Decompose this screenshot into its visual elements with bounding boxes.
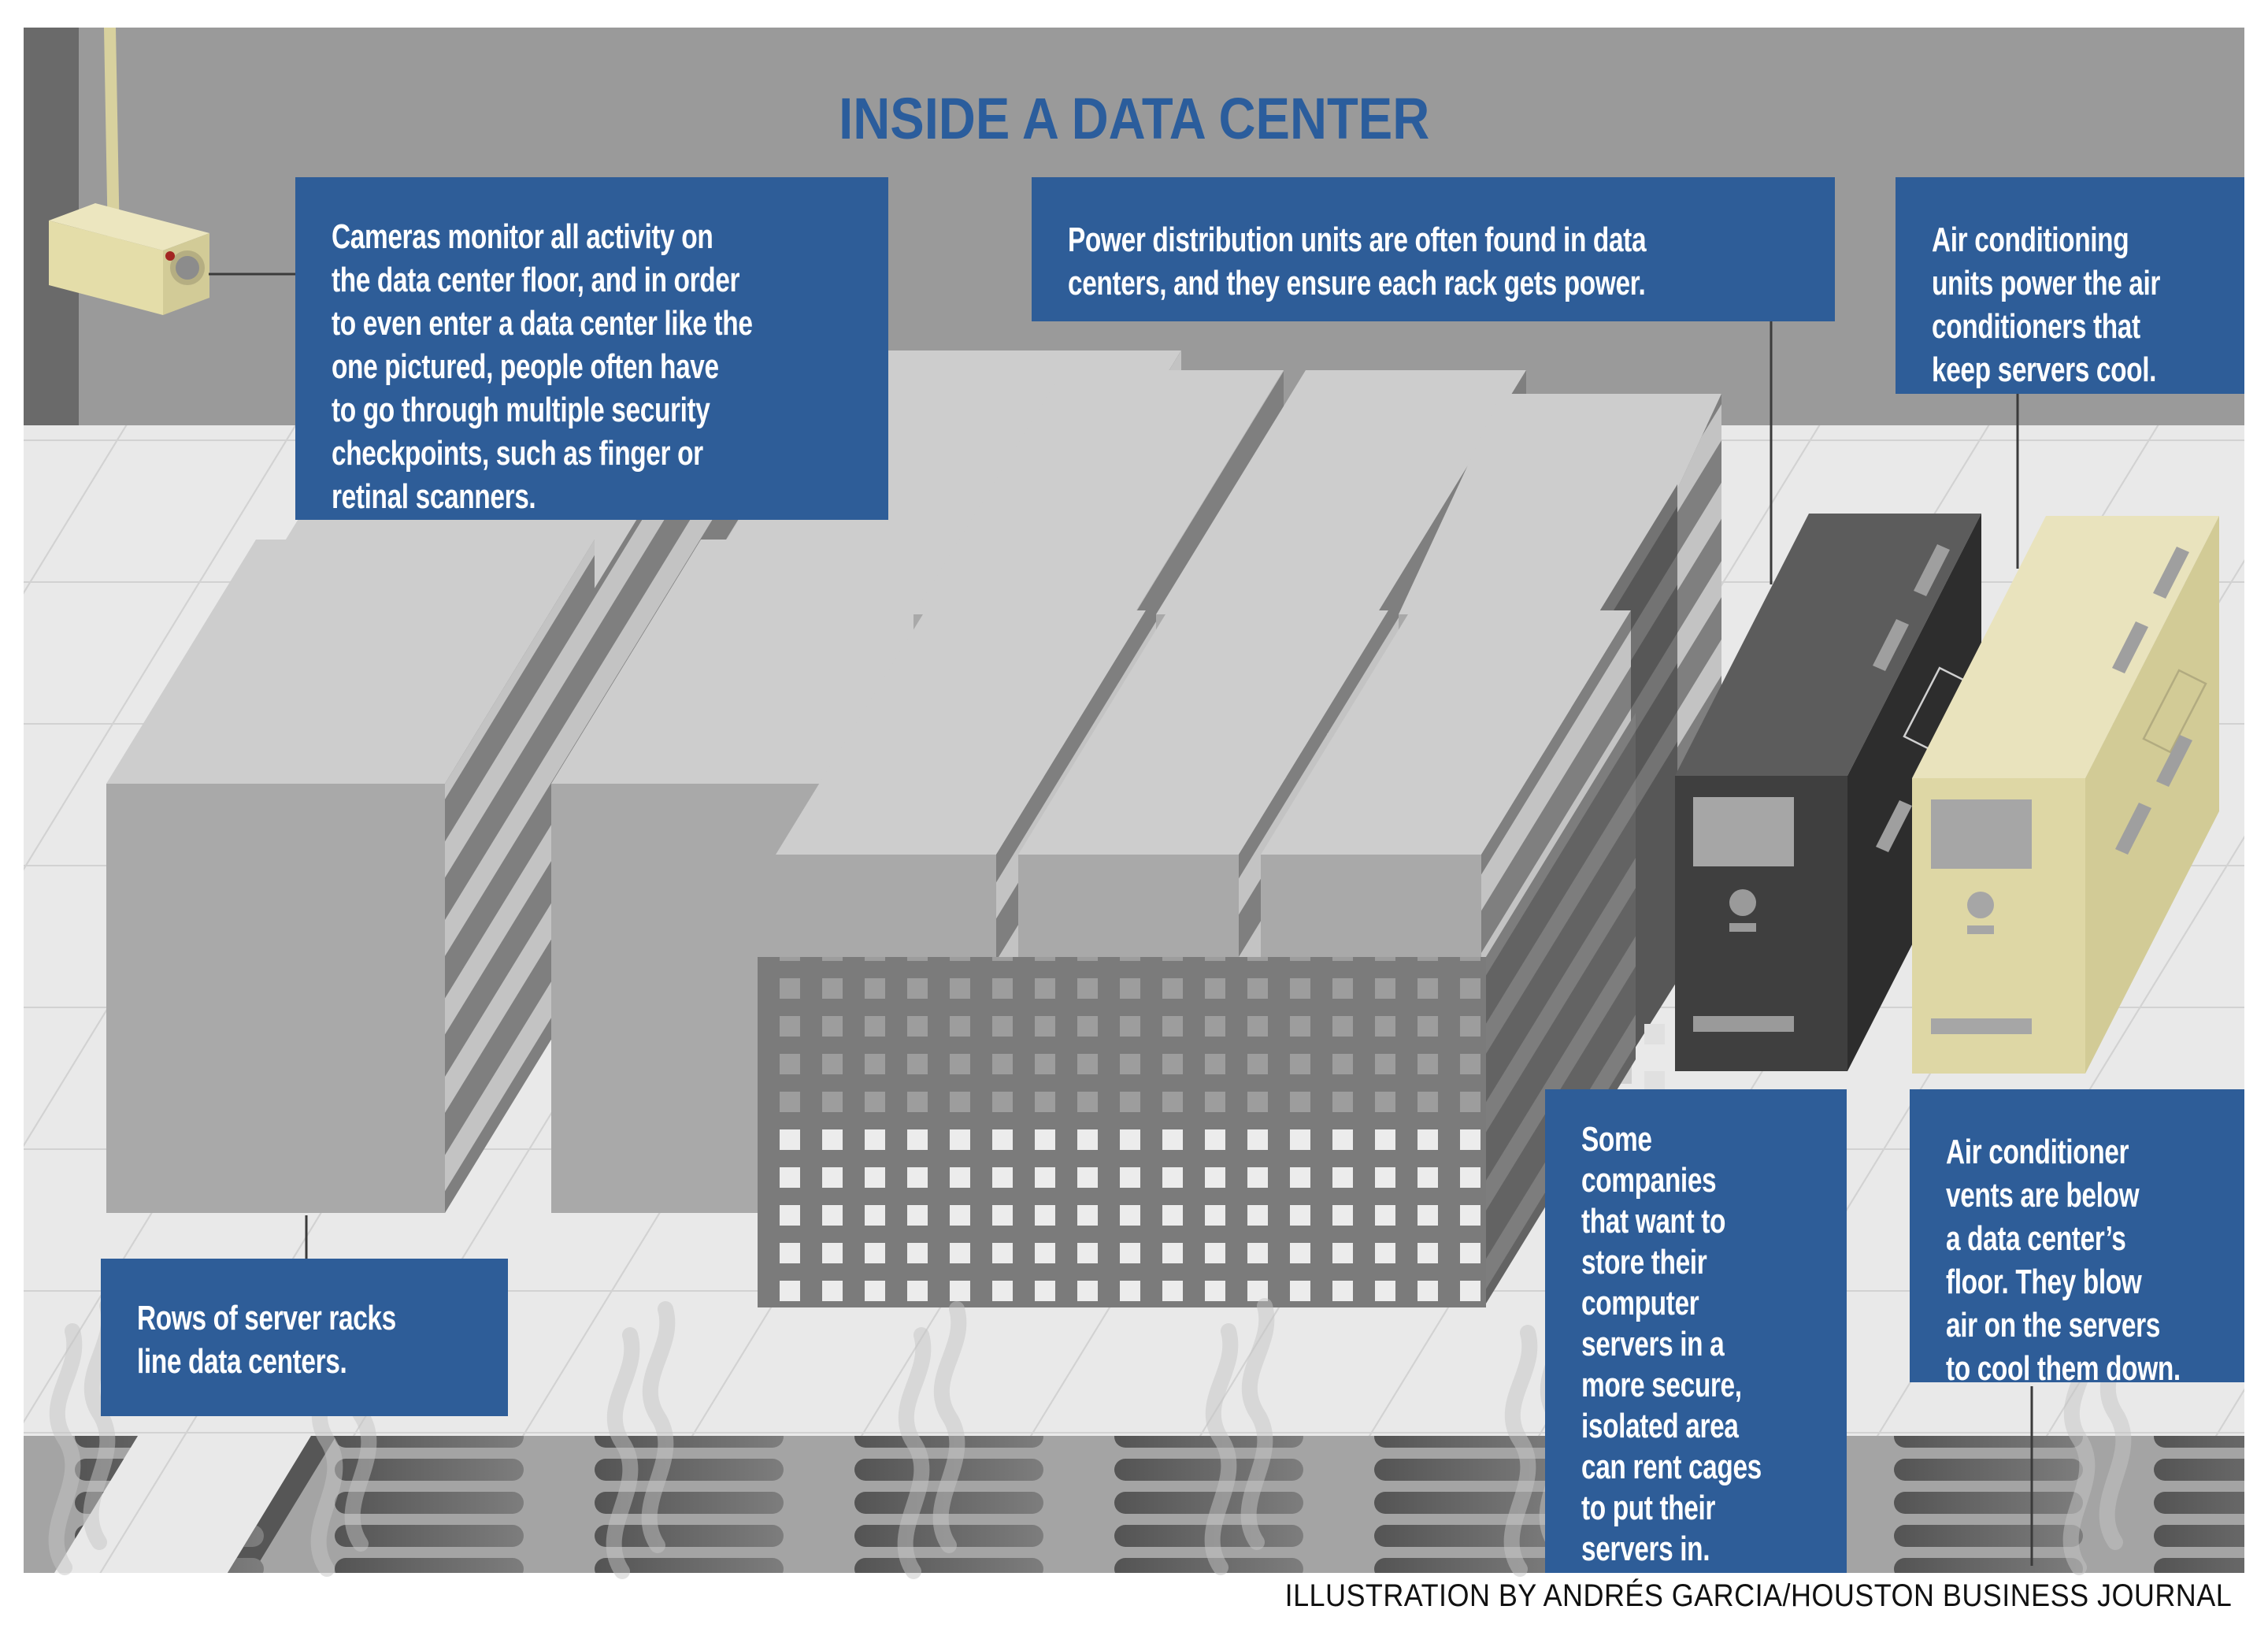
callout-power: Power distribution units are often found… (1032, 177, 1835, 321)
camera-record-light (165, 251, 175, 261)
callout-rack-rows: Rows of server racks line data centers. (101, 1259, 508, 1416)
callout-rack-rows-text: Rows of server racks line data centers. (137, 1299, 396, 1381)
callout-cameras-text: Cameras monitor all activity on the data… (332, 217, 753, 516)
security-camera (49, 28, 209, 315)
callout-ac-units-text: Air conditioning units power the air con… (1932, 221, 2161, 389)
camera-pole (104, 28, 120, 243)
callout-cameras: Cameras monitor all activity on the data… (295, 177, 888, 520)
callout-vents: Air conditioner vents are below a data c… (1910, 1089, 2244, 1388)
callout-cages: Some companies that want to store their … (1545, 1089, 1847, 1573)
callout-ac-units: Air conditioning units power the air con… (1896, 177, 2244, 394)
page-title: INSIDE A DATA CENTER (838, 86, 1430, 151)
callout-vents-text: Air conditioner vents are below a data c… (1946, 1133, 2181, 1388)
server-rack (106, 540, 595, 1213)
callout-cages-text: Some companies that want to store their … (1581, 1120, 1762, 1568)
security-cage (758, 370, 1721, 1307)
cage-front-mesh (758, 957, 1486, 1307)
illustration-credit: ILLUSTRATION BY ANDRÉS GARCIA/HOUSTON BU… (1284, 1578, 2232, 1613)
cage-front-right-return (1486, 713, 1636, 1304)
air-conditioning-unit (1912, 516, 2219, 1074)
callout-power-text: Power distribution units are often found… (1068, 221, 1647, 302)
